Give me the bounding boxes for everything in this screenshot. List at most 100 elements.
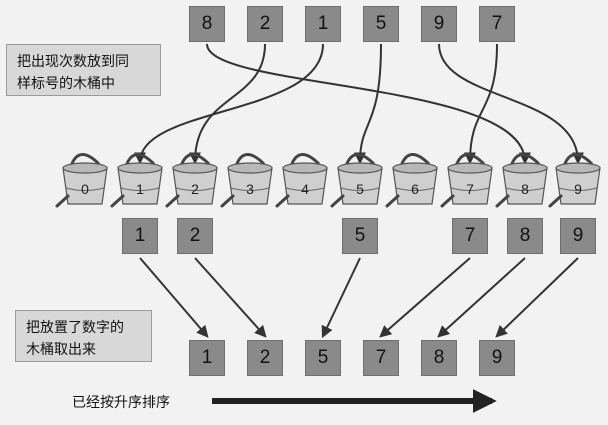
bucket-row: 0 1 2 3 4 5 6 7 8 9: [55, 153, 601, 208]
placement-arrow: [438, 43, 584, 165]
input-number-box: 7: [479, 6, 515, 42]
bucket-rim: [117, 162, 163, 174]
bucket-rim: [555, 162, 601, 174]
filled-bucket-box: 7: [452, 218, 488, 254]
bucket-handle: [399, 153, 431, 167]
bucket-rim: [172, 162, 218, 174]
output-number-box: 7: [363, 340, 399, 376]
callout-top-line2: 样标号的木桶中: [17, 76, 115, 92]
input-number-box: 9: [421, 6, 457, 42]
bucket-icon: 8: [495, 153, 548, 208]
collection-arrow: [379, 257, 471, 338]
bucket-handle: [509, 153, 541, 167]
output-number-box: 9: [479, 340, 515, 376]
bucket-rim: [62, 162, 108, 174]
callout-bottom-line1: 把放置了数字的: [26, 320, 124, 336]
callout-take-out-buckets: 把放置了数字的 木桶取出来: [15, 310, 152, 362]
collection-arrow: [194, 257, 267, 338]
ascending-caption: 已经按升序排序: [72, 395, 170, 411]
output-number-box: 5: [305, 340, 341, 376]
bucket-label: 2: [191, 181, 199, 197]
input-number-box: 8: [189, 6, 225, 42]
bucket-band: [340, 187, 380, 191]
bucket-band: [175, 187, 215, 191]
bucket-handle: [69, 153, 101, 167]
placement-arrow: [464, 43, 498, 165]
bucket-icon: 6: [385, 153, 438, 208]
bucket-rim: [282, 162, 328, 174]
filled-bucket-box: 5: [342, 218, 378, 254]
bucket-band: [505, 187, 545, 191]
filled-bucket-box: 9: [560, 218, 596, 254]
bucket-spout: [220, 194, 235, 208]
callout-place-into-buckets: 把出现次数放到同 样标号的木桶中: [6, 44, 161, 96]
bucket-label: 6: [411, 181, 419, 197]
bucket-handle: [454, 153, 486, 167]
bucket-rim: [447, 162, 493, 174]
bucket-band: [120, 187, 160, 191]
bucket-spout: [110, 194, 125, 208]
bucket-spout: [275, 194, 290, 208]
input-number-box: 5: [363, 6, 399, 42]
bucket-icon: 5: [330, 153, 383, 208]
bucket-icon: 7: [440, 153, 493, 208]
bucket-label: 9: [574, 181, 582, 197]
bucket-to-output-arrows: [139, 257, 579, 339]
collection-arrow: [139, 257, 209, 338]
bucket-label: 0: [81, 181, 89, 197]
bucket-spout: [440, 194, 455, 208]
callout-bottom-line2: 木桶取出来: [26, 342, 96, 358]
bucket-label: 5: [356, 181, 364, 197]
input-number-box: 2: [247, 6, 283, 42]
bucket-label: 4: [301, 181, 309, 197]
callout-top-line1: 把出现次数放到同: [17, 54, 129, 70]
bucket-spout: [165, 194, 180, 208]
input-number-box: 1: [305, 6, 341, 42]
placement-arrow: [354, 43, 382, 165]
collection-arrow: [437, 257, 526, 338]
bucket-icon: 9: [548, 153, 601, 208]
bucket-label: 3: [246, 181, 254, 197]
bucket-band: [285, 187, 325, 191]
bucket-rim: [502, 162, 548, 174]
placement-arrow: [134, 43, 324, 165]
bucket-icon: 3: [220, 153, 273, 208]
bucket-label: 7: [466, 181, 474, 197]
bucket-icon: 1: [110, 153, 163, 208]
bucket-label: 1: [136, 181, 144, 197]
bucket-rim: [227, 162, 273, 174]
bucket-band: [65, 187, 105, 191]
bucket-band: [450, 187, 490, 191]
bucket-spout: [385, 194, 400, 208]
bucket-spout: [495, 194, 510, 208]
bucket-spout: [548, 194, 563, 208]
bucket-spout: [55, 194, 70, 208]
bucket-handle: [562, 153, 594, 167]
placement-arrow: [206, 43, 531, 165]
input-to-bucket-arrows: [134, 43, 584, 165]
collection-arrow: [495, 257, 579, 338]
filled-bucket-box: 1: [122, 218, 158, 254]
bucket-icon: 0: [55, 153, 108, 208]
bucket-handle: [344, 153, 376, 167]
bucket-icon: 2: [165, 153, 218, 208]
collection-arrow: [321, 257, 361, 339]
bucket-handle: [289, 153, 321, 167]
bucket-icon: 4: [275, 153, 328, 208]
placement-arrow: [189, 43, 266, 165]
bucket-label: 8: [521, 181, 529, 197]
filled-bucket-box: 2: [177, 218, 213, 254]
output-number-box: 8: [421, 340, 457, 376]
output-number-box: 2: [247, 340, 283, 376]
filled-bucket-box: 8: [507, 218, 543, 254]
bucket-handle: [234, 153, 266, 167]
output-number-box: 1: [189, 340, 225, 376]
bucket-handle: [179, 153, 211, 167]
bucket-rim: [392, 162, 438, 174]
bucket-rim: [337, 162, 383, 174]
bucket-handle: [124, 153, 156, 167]
bucket-band: [230, 187, 270, 191]
bucket-spout: [330, 194, 345, 208]
